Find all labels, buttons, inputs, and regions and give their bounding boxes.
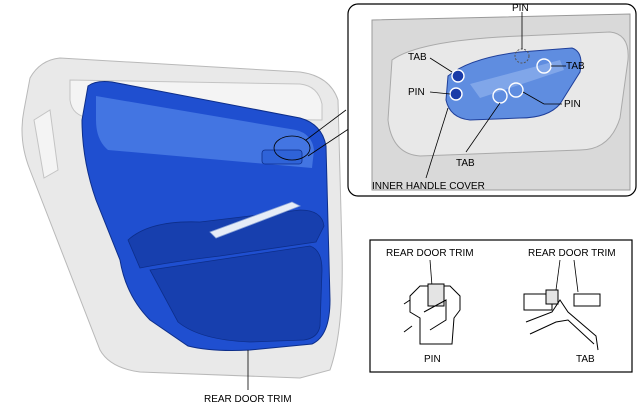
tab-left-marker (451, 69, 465, 83)
pin-section-sketch (403, 283, 461, 345)
legend-tab-leader-a (555, 259, 561, 291)
tab-left-label: TAB (408, 52, 427, 63)
legend-pin-title: REAR DOOR TRIM (386, 248, 474, 259)
detail-panel: PIN TAB PIN TAB PIN TAB INNER HANDLE COV… (347, 3, 637, 197)
inner-handle-cover-label: INNER HANDLE COVER (372, 181, 485, 192)
legend-pin-leader (429, 259, 433, 287)
legend-pin-caption: PIN (424, 354, 441, 365)
inner-handle-cover-small (261, 149, 303, 165)
pin-left-marker (449, 87, 463, 101)
pin-top-label: PIN (512, 3, 529, 14)
tab-bottom-leader (465, 102, 501, 153)
trim-armrest (127, 209, 325, 269)
legend-tab-caption: TAB (576, 354, 595, 365)
tab-right-label: TAB (566, 61, 585, 72)
zoom-leader-bottom (307, 127, 351, 157)
legend-tab-leader-b (573, 259, 579, 293)
pin-right-label: PIN (564, 99, 581, 110)
inner-handle-cover-leader (425, 107, 449, 179)
tab-bottom-label: TAB (456, 158, 475, 169)
rear-door-trim-label: REAR DOOR TRIM (204, 394, 292, 405)
pin-left-leader (429, 91, 451, 95)
pin-right-marker (508, 82, 524, 98)
trim-pull-grip (209, 201, 301, 239)
handle-detail-circle (273, 135, 311, 161)
trim-highlight (96, 96, 314, 168)
zoom-leader-top (305, 109, 347, 141)
handle-cover-sheen (470, 60, 564, 98)
tab-left-leader (429, 57, 453, 73)
door-illustration: REAR DOOR TRIM (21, 57, 343, 405)
tab-section-sketch (523, 289, 601, 351)
pin-left-label: PIN (408, 87, 425, 98)
trim-door-pocket (149, 245, 323, 343)
legend-panel: REAR DOOR TRIM PIN REAR DOOR TRIM TAB (369, 239, 633, 373)
door-pillar (33, 109, 59, 179)
legend-tab-title: REAR DOOR TRIM (528, 248, 616, 259)
pin-right-leader-a (522, 91, 545, 105)
